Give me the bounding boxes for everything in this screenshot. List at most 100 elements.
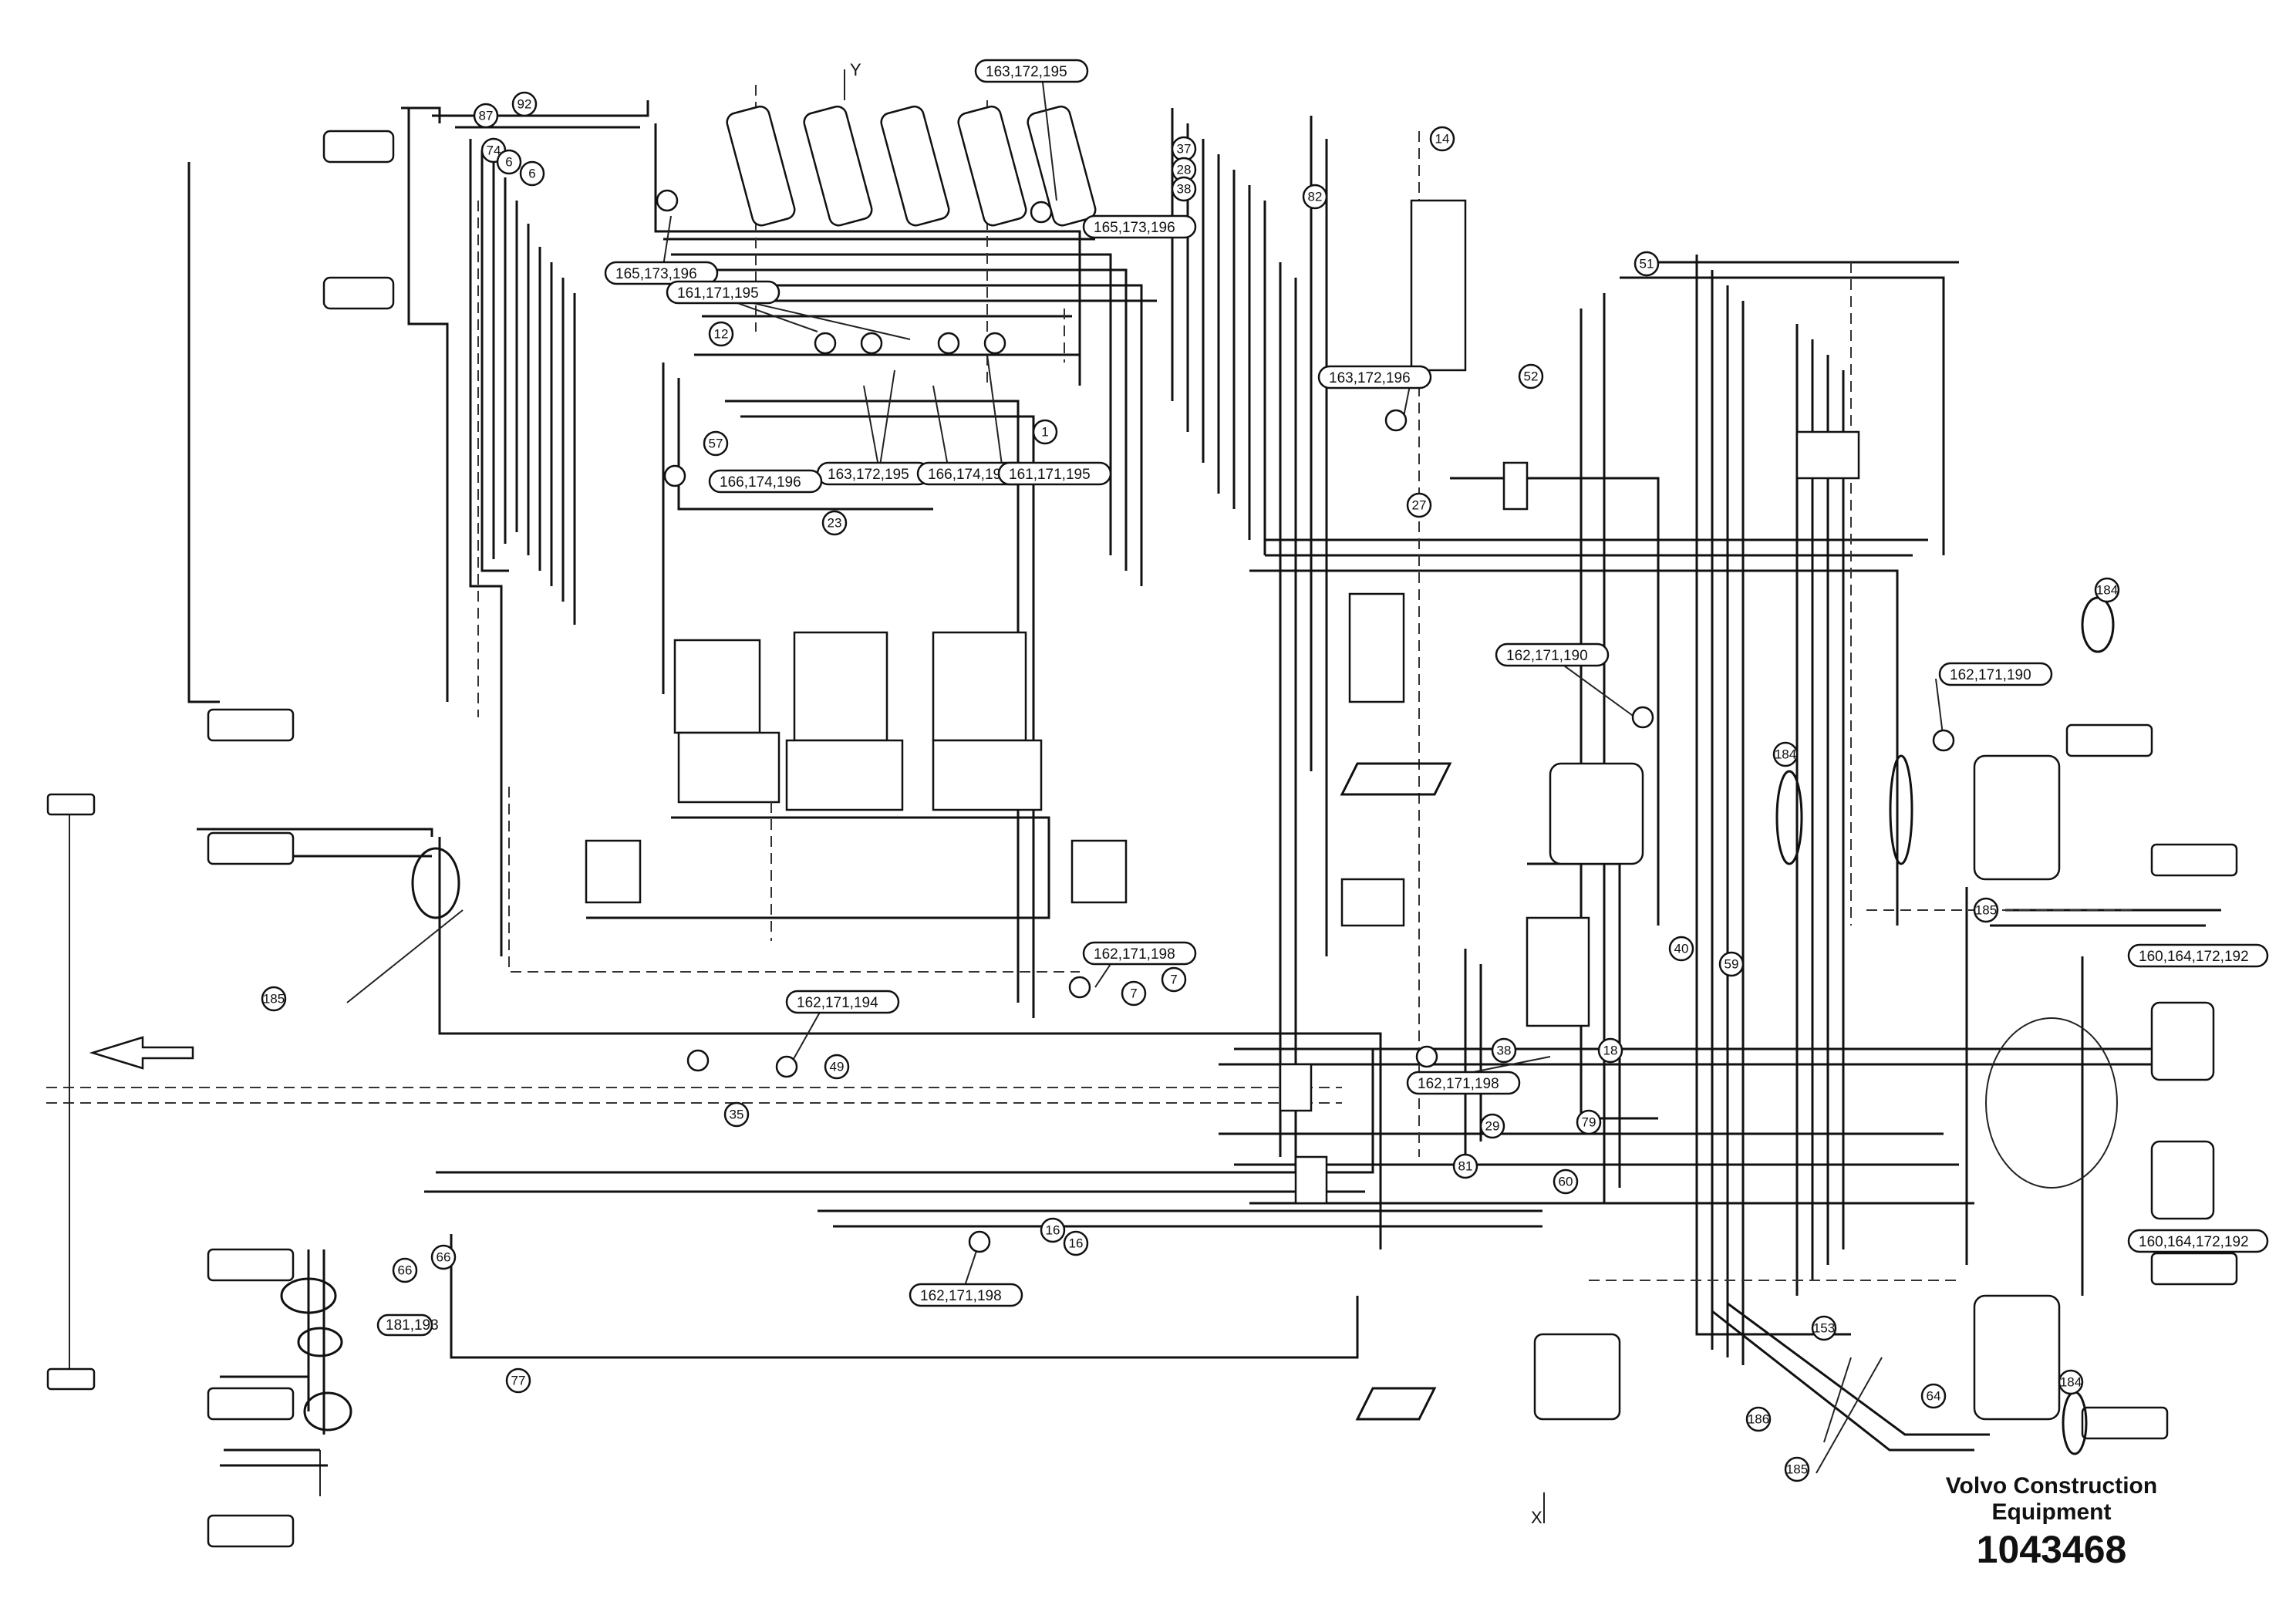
ref-number-badge: 23 xyxy=(821,510,848,536)
ref-number-badge: 40 xyxy=(1668,936,1694,962)
brand-line-1: Volvo Construction xyxy=(1945,1473,2158,1499)
ref-number-badge: 66 xyxy=(430,1244,457,1270)
svg-text:14: 14 xyxy=(1435,132,1450,147)
svg-text:38: 38 xyxy=(1497,1044,1512,1058)
ref-number-badge: 60 xyxy=(1553,1168,1579,1195)
svg-text:92: 92 xyxy=(518,97,532,112)
pipe-network-right xyxy=(818,116,2221,1365)
ref-number-badge: 6 xyxy=(519,160,545,187)
flow-direction-arrow xyxy=(89,1036,194,1070)
ref-number-badge: 57 xyxy=(703,430,729,457)
callout-label: 162,171,198 xyxy=(1082,941,1197,966)
ref-number-badge: 7 xyxy=(1161,966,1187,993)
svg-text:37: 37 xyxy=(1177,142,1192,157)
hose-couplings xyxy=(656,189,1955,1253)
svg-text:60: 60 xyxy=(1559,1175,1573,1189)
ref-number-badge: 35 xyxy=(723,1101,750,1128)
svg-text:82: 82 xyxy=(1308,190,1323,204)
callout-label: 161,171,195 xyxy=(666,280,781,305)
callout-label: 166,174,196 xyxy=(708,469,823,494)
svg-text:153: 153 xyxy=(1813,1321,1835,1336)
svg-text:160,164,172,192: 160,164,172,192 xyxy=(2139,1234,2249,1250)
svg-text:166,174,195: 166,174,195 xyxy=(928,467,1010,483)
svg-text:160,164,172,192: 160,164,172,192 xyxy=(2139,949,2249,965)
ref-number-badge: 81 xyxy=(1452,1153,1478,1179)
brand-line-2: Equipment xyxy=(1991,1499,2112,1525)
svg-text:40: 40 xyxy=(1674,942,1689,956)
ref-number-badge: 6 xyxy=(496,149,522,175)
callout-label: 165,173,196 xyxy=(1082,214,1197,239)
svg-text:163,172,195: 163,172,195 xyxy=(986,64,1067,80)
callout-label: 165,173,196 xyxy=(604,261,719,285)
callout-label: 163,172,196 xyxy=(1317,365,1432,389)
svg-text:162,171,194: 162,171,194 xyxy=(797,995,878,1011)
callout-label: 162,171,194 xyxy=(785,990,900,1014)
svg-text:64: 64 xyxy=(1927,1389,1941,1404)
leader-lines xyxy=(346,69,1944,1474)
svg-text:165,173,196: 165,173,196 xyxy=(615,266,697,282)
callout-label: 162,171,190 xyxy=(1938,662,2053,686)
svg-text:49: 49 xyxy=(830,1060,845,1074)
svg-text:23: 23 xyxy=(828,516,842,531)
svg-text:6: 6 xyxy=(505,155,512,170)
axis-y-label: Y xyxy=(850,60,861,79)
ref-number-badge: 16 xyxy=(1063,1230,1089,1256)
svg-text:181,193: 181,193 xyxy=(386,1317,439,1334)
svg-text:163,172,195: 163,172,195 xyxy=(828,467,909,483)
svg-text:81: 81 xyxy=(1458,1159,1473,1174)
ref-number-badge: 49 xyxy=(824,1054,850,1080)
ref-number-badge: 14 xyxy=(1429,126,1455,152)
ref-number-badge: 64 xyxy=(1920,1383,1947,1409)
hose-reference-numbers: 92 87 74 6 6 37 28 38 14 82 12 1 57 23 7… xyxy=(261,91,2120,1482)
svg-text:6: 6 xyxy=(528,167,535,181)
drawing-number: 1043468 xyxy=(1976,1528,2127,1571)
ref-number-badge: 185 xyxy=(1784,1456,1810,1482)
ref-number-badge: 29 xyxy=(1479,1113,1505,1139)
hose-loops xyxy=(280,596,2115,1455)
ref-number-badge: 184 xyxy=(2094,577,2120,603)
svg-text:35: 35 xyxy=(730,1108,744,1122)
svg-text:38: 38 xyxy=(1177,182,1192,197)
callout-label: 162,171,198 xyxy=(1406,1071,1521,1095)
ref-number-badge: 185 xyxy=(1973,897,1999,923)
svg-text:57: 57 xyxy=(709,437,723,451)
svg-text:163,172,196: 163,172,196 xyxy=(1329,370,1411,386)
svg-text:162,171,198: 162,171,198 xyxy=(920,1288,1002,1304)
ref-number-badge: 12 xyxy=(708,321,734,347)
ref-number-badge: 66 xyxy=(392,1257,418,1283)
ref-number-badge: 153 xyxy=(1811,1315,1837,1341)
svg-text:161,171,195: 161,171,195 xyxy=(1009,467,1091,483)
ref-number-badge: 184 xyxy=(1772,741,1799,767)
svg-text:77: 77 xyxy=(511,1374,526,1388)
ref-number-badge: 185 xyxy=(261,986,287,1012)
svg-text:184: 184 xyxy=(2096,583,2118,598)
ref-number-badge: 82 xyxy=(1302,184,1328,210)
svg-text:66: 66 xyxy=(398,1263,413,1278)
svg-text:12: 12 xyxy=(714,327,729,342)
callout-label: 163,172,195 xyxy=(816,461,931,486)
axis-x-label: X xyxy=(1531,1508,1542,1527)
svg-text:16: 16 xyxy=(1046,1223,1060,1238)
ref-number-badge: 37 xyxy=(1171,136,1197,162)
pilot-handles xyxy=(726,105,1097,227)
svg-text:186: 186 xyxy=(1748,1412,1769,1427)
svg-text:74: 74 xyxy=(487,143,501,158)
axis-y-marker: Y xyxy=(844,60,861,100)
ref-number-badge: 1 xyxy=(1032,419,1058,445)
svg-text:18: 18 xyxy=(1603,1044,1618,1058)
ref-number-badge: 87 xyxy=(473,103,499,129)
callout-label: 161,171,195 xyxy=(997,461,1112,486)
svg-text:51: 51 xyxy=(1640,257,1654,271)
svg-text:29: 29 xyxy=(1485,1119,1500,1134)
ref-number-badge: 28 xyxy=(1171,157,1197,183)
svg-text:162,171,198: 162,171,198 xyxy=(1094,946,1175,963)
svg-text:165,173,196: 165,173,196 xyxy=(1094,220,1175,236)
hydraulic-components xyxy=(1279,199,2215,1421)
svg-text:66: 66 xyxy=(437,1250,451,1265)
ref-number-badge: 52 xyxy=(1518,363,1544,389)
svg-text:16: 16 xyxy=(1069,1236,1084,1251)
svg-text:161,171,195: 161,171,195 xyxy=(677,285,759,302)
svg-text:28: 28 xyxy=(1177,163,1192,177)
ref-number-badge: 59 xyxy=(1718,951,1745,977)
callout-label: 162,171,198 xyxy=(909,1283,1023,1307)
